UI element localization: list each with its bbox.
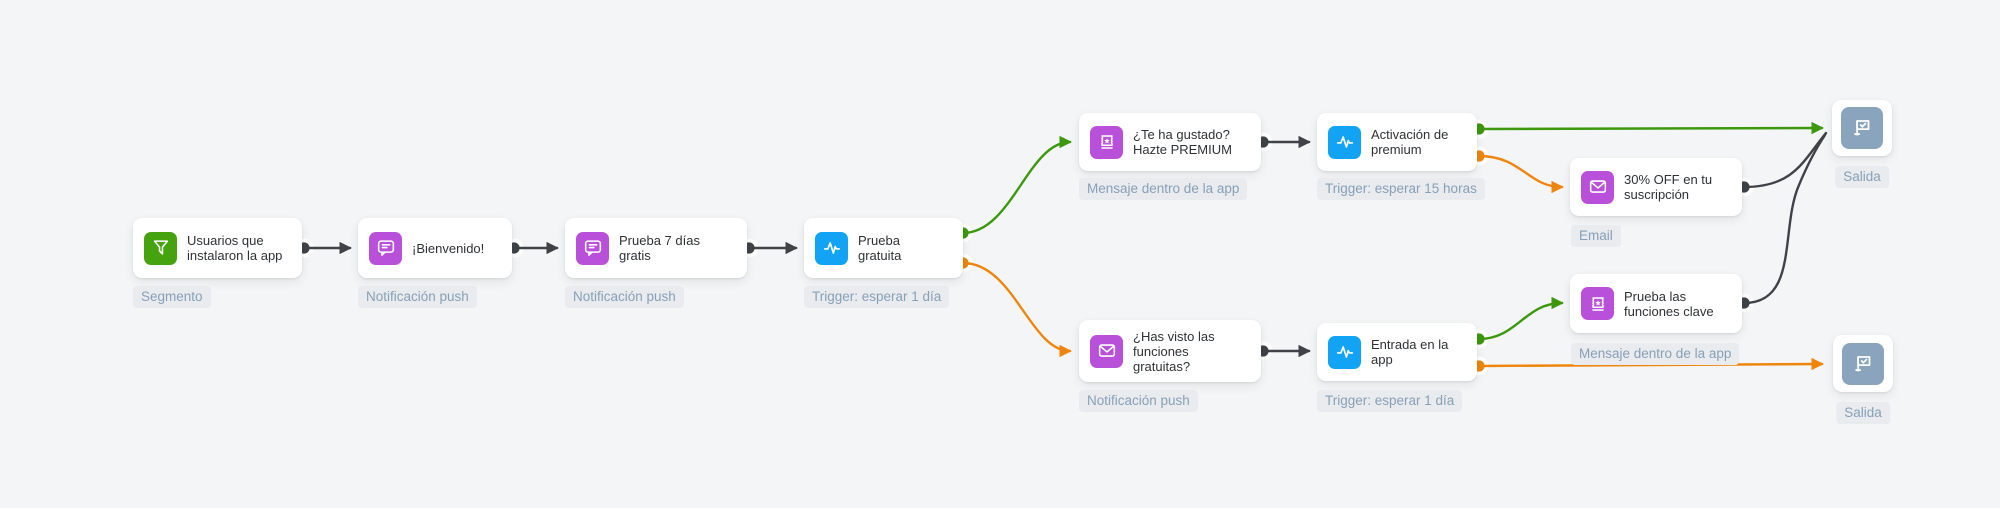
edge-premium-activation-discount-email <box>1477 154 1564 194</box>
edge-free-trial-free-features <box>961 261 1072 358</box>
node-label: 30% OFF en tu suscripción <box>1624 172 1713 202</box>
edge-key-features-exit-top <box>1742 133 1827 305</box>
node-label: Prueba gratuita <box>858 233 902 263</box>
node-welcome[interactable]: ¡Bienvenido! <box>358 218 512 278</box>
node-label: ¿Has visto las funciones gratuitas? <box>1133 328 1215 374</box>
node-label: ¡Bienvenido! <box>412 240 485 256</box>
mail-icon <box>1090 334 1123 368</box>
chat-icon <box>369 231 402 265</box>
caption-free-features: Notificación push <box>1079 390 1198 412</box>
node-label: Usuarios que instalaron la app <box>187 233 283 263</box>
edge-discount-email-exit-top <box>1742 131 1828 189</box>
pulse-icon <box>1328 335 1361 369</box>
caption-premium-offer: Mensaje dentro de la app <box>1079 178 1248 200</box>
mail-icon <box>1581 170 1614 204</box>
ticket-icon <box>1581 287 1614 320</box>
node-key-features[interactable]: Prueba las funciones clave <box>1570 274 1742 333</box>
node-free-features[interactable]: ¿Has visto las funciones gratuitas? <box>1079 320 1261 382</box>
edge-app-entry-key-features <box>1477 296 1564 341</box>
caption-free-trial: Trigger: esperar 1 día <box>804 286 950 308</box>
edge-free-trial-premium-offer <box>961 135 1072 235</box>
edge-app-entry-exit-bottom <box>1477 357 1824 371</box>
node-free-trial[interactable]: Prueba gratuita <box>804 218 963 278</box>
exit-flag-icon <box>1842 342 1884 385</box>
node-exit-bottom[interactable] <box>1833 335 1893 392</box>
node-premium-offer[interactable]: ¿Te ha gustado? Hazte PREMIUM <box>1079 113 1261 171</box>
chat-icon <box>576 231 609 265</box>
node-trial7days[interactable]: Prueba 7 días gratis <box>565 218 747 278</box>
ticket-icon <box>1090 125 1123 159</box>
caption-key-features: Mensaje dentro de la app <box>1571 343 1740 365</box>
caption-segment: Segmento <box>133 286 211 308</box>
caption-welcome: Notificación push <box>358 286 477 308</box>
pulse-icon <box>815 231 848 265</box>
caption-discount-email: Email <box>1571 225 1621 247</box>
node-label: Activación de premium <box>1371 127 1449 157</box>
node-label: Entrada en la app <box>1371 337 1449 367</box>
exit-flag-icon <box>1841 107 1883 149</box>
node-label: Prueba 7 días gratis <box>619 233 700 263</box>
caption-exit-bottom: Salida <box>1836 402 1890 424</box>
node-discount-email[interactable]: 30% OFF en tu suscripción <box>1570 158 1742 216</box>
node-segment[interactable]: Usuarios que instalaron la app <box>133 218 302 278</box>
node-exit-top[interactable] <box>1832 100 1892 156</box>
edge-premium-activation-exit-top <box>1477 121 1824 135</box>
node-label: Prueba las funciones clave <box>1624 288 1714 319</box>
node-app-entry[interactable]: Entrada en la app <box>1317 323 1477 381</box>
node-premium-activation[interactable]: Activación de premium <box>1317 113 1477 171</box>
caption-premium-activation: Trigger: esperar 15 horas <box>1317 178 1485 200</box>
pulse-icon <box>1328 125 1361 159</box>
funnel-icon <box>144 231 177 265</box>
caption-trial7days: Notificación push <box>565 286 684 308</box>
caption-exit-top: Salida <box>1835 166 1889 188</box>
node-label: ¿Te ha gustado? Hazte PREMIUM <box>1133 127 1232 157</box>
caption-app-entry: Trigger: esperar 1 día <box>1317 390 1463 412</box>
